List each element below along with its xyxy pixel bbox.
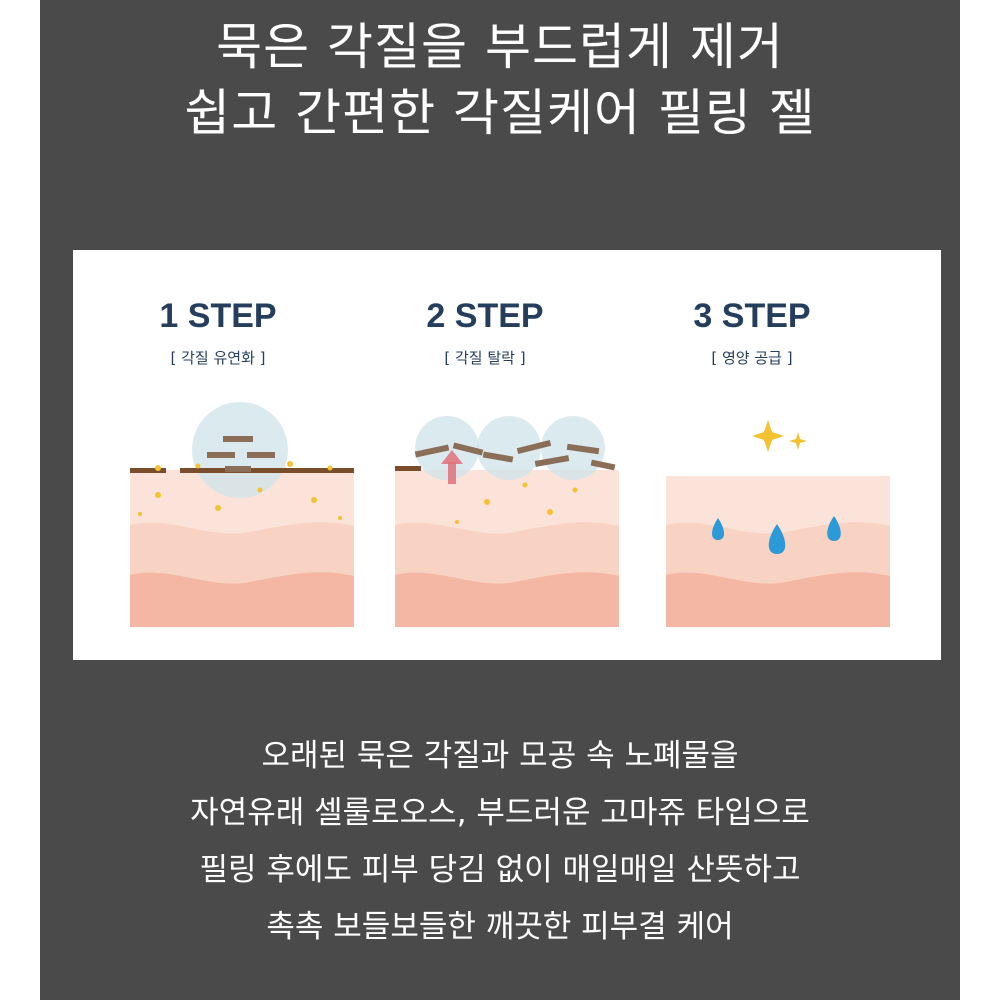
step-1-subtitle: [ 각질 유연화 ] bbox=[170, 349, 266, 367]
peeling-bubble bbox=[477, 416, 541, 480]
description-line-4: 촉촉 보들보들한 깨끗한 피부결 케어 bbox=[266, 909, 734, 945]
description-line-2: 자연유래 셀룰로오스, 부드러운 고마쥬 타입으로 bbox=[190, 795, 810, 831]
headline-line-2: 쉽고 간편한 각질케어 필링 젤 bbox=[184, 84, 816, 142]
skin-layer-bottom bbox=[130, 572, 354, 627]
water-drop-icon bbox=[712, 518, 724, 540]
sparkle-icon bbox=[752, 420, 784, 452]
softening-bubble bbox=[192, 402, 288, 498]
dead-skin-surface bbox=[180, 468, 354, 473]
dead-skin-flake bbox=[223, 436, 253, 442]
step-2-title: 2 STEP bbox=[426, 297, 544, 335]
step-3-subtitle: [ 영양 공급 ] bbox=[711, 349, 793, 367]
step-3-skin-illustration bbox=[666, 420, 890, 627]
product-detail-panel: 묵은 각질을 부드럽게 제거 쉽고 간편한 각질케어 필링 젤 1 STEP [… bbox=[40, 0, 960, 1000]
water-drop-icon bbox=[768, 524, 786, 554]
product-description: 오래된 묵은 각질과 모공 속 노폐물을 자연유래 셀룰로오스, 부드러운 고마… bbox=[40, 728, 960, 956]
skin-layer-bottom bbox=[395, 572, 619, 627]
exfoliant-particles bbox=[455, 482, 578, 524]
step-2-skin-illustration bbox=[395, 416, 619, 627]
step-3-title: 3 STEP bbox=[693, 297, 811, 335]
exfoliant-particles bbox=[138, 461, 342, 520]
sparkle-icon bbox=[789, 432, 807, 450]
lift-arrow-icon bbox=[441, 450, 463, 484]
water-drop-icon bbox=[827, 516, 841, 541]
dead-skin-surface bbox=[395, 466, 421, 471]
headline: 묵은 각질을 부드럽게 제거 쉽고 간편한 각질케어 필링 젤 bbox=[40, 14, 960, 146]
dead-skin-surface bbox=[130, 468, 166, 473]
dead-skin-flake bbox=[247, 452, 275, 458]
dead-skin-flake bbox=[225, 466, 251, 472]
headline-line-1: 묵은 각질을 부드럽게 제거 bbox=[216, 18, 784, 76]
dead-skin-flake bbox=[207, 452, 235, 458]
steps-card: 1 STEP [ 각질 유연화 ] 2 STEP [ 각질 탈락 ] bbox=[73, 250, 941, 660]
description-line-1: 오래된 묵은 각질과 모공 속 노폐물을 bbox=[261, 738, 739, 774]
lifting-dead-skin-flakes bbox=[414, 439, 616, 471]
description-line-3: 필링 후에도 피부 당김 없이 매일매일 산뜻하고 bbox=[199, 852, 801, 888]
step-1-title: 1 STEP bbox=[159, 297, 277, 335]
skin-layer-bottom bbox=[666, 572, 890, 627]
step-2-subtitle: [ 각질 탈락 ] bbox=[444, 349, 526, 367]
step-1-skin-illustration bbox=[130, 402, 354, 627]
